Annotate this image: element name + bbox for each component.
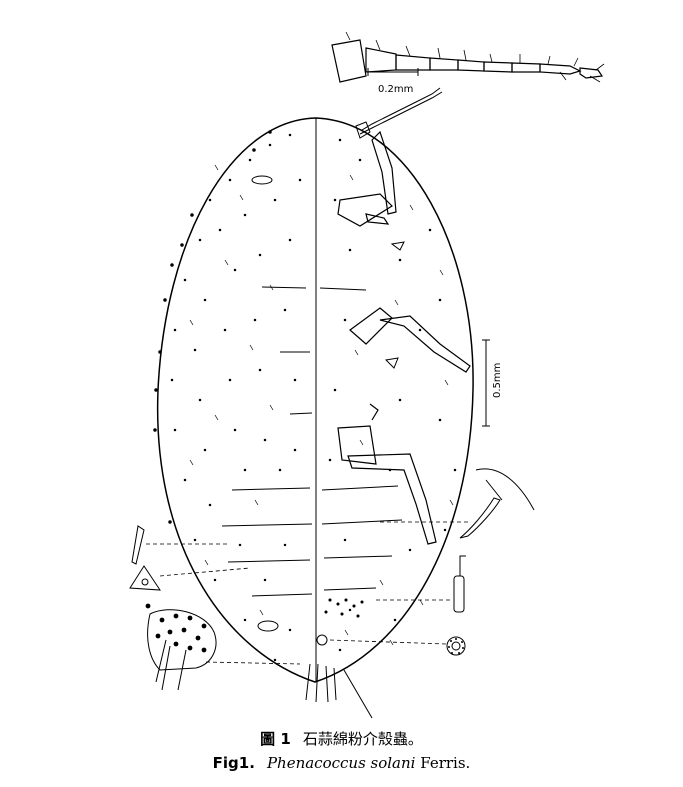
caption-zh-text: 石蒜綿粉介殼蟲。 <box>302 730 423 748</box>
caption-en-species: Phenacoccus solani <box>266 754 416 772</box>
detail-insets-right <box>446 468 535 656</box>
segment-lines <box>221 286 403 597</box>
caption-zh-label: 圖 1 <box>260 730 291 748</box>
caption-en-label: Fig1. <box>212 754 255 772</box>
mealybug-illustration: 0.2mm <box>129 31 605 719</box>
body-setae <box>189 164 454 646</box>
caption-en-author: Ferris. <box>420 754 471 772</box>
scale-label-top: 0.2mm <box>378 84 413 95</box>
pore-ring-dots <box>448 638 464 654</box>
anal-lobe-dots <box>145 603 207 653</box>
spiracles <box>251 175 405 646</box>
scale-label-side: 0.5mm <box>492 363 503 398</box>
body-outline <box>156 117 474 683</box>
antenna-detail <box>331 31 605 83</box>
caption-english: Fig1. Phenacoccus solani Ferris. <box>0 754 683 772</box>
scale-bar-side <box>482 339 490 427</box>
leader-lines <box>146 521 468 665</box>
anal-setae <box>305 663 373 719</box>
body-antenna <box>355 87 443 139</box>
scale-bar-top <box>367 68 419 76</box>
caption-chinese: 圖 1 石蒜綿粉介殼蟲。 <box>0 728 683 749</box>
body-stipple <box>153 130 457 662</box>
legs <box>337 130 471 545</box>
detail-insets-left <box>129 525 217 691</box>
